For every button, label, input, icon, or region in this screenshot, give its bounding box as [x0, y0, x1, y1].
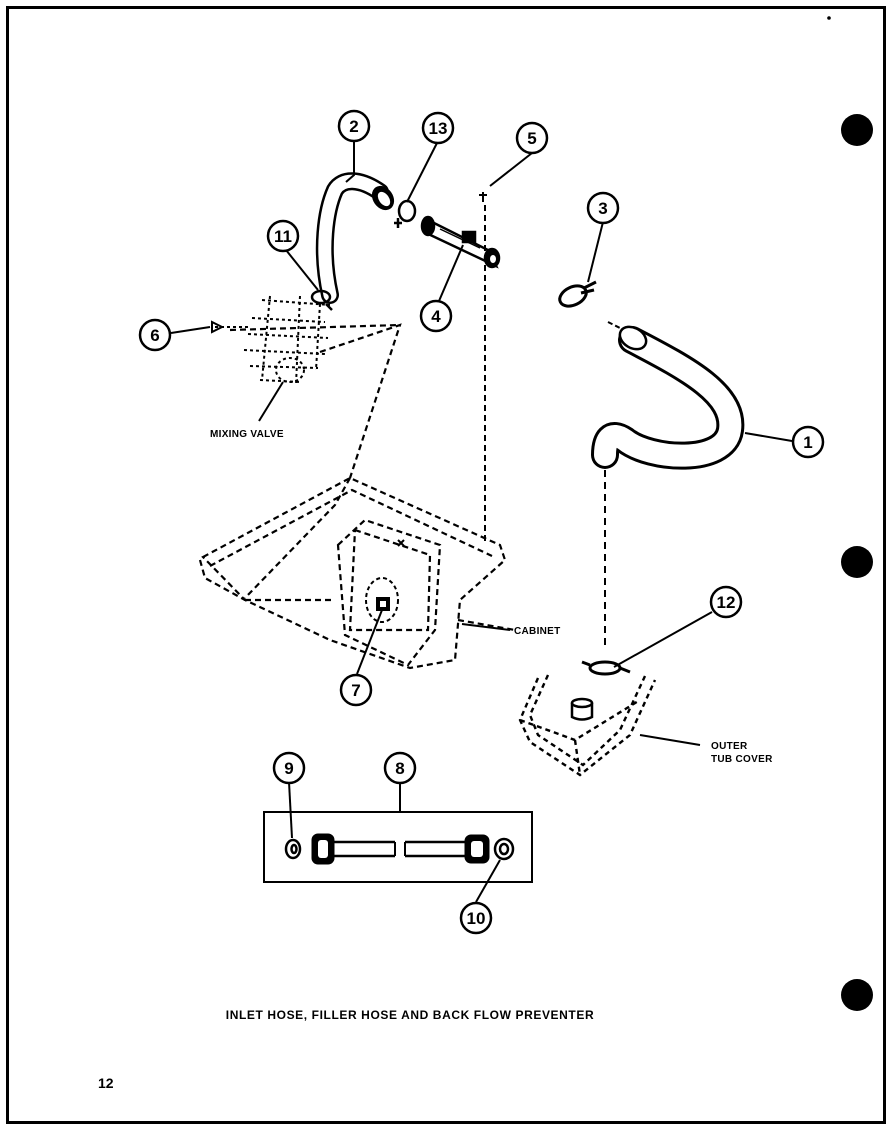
filler-hose-2 — [315, 172, 395, 304]
callout-11-label: 11 — [274, 227, 292, 246]
diagram-caption: INLET HOSE, FILLER HOSE AND BACK FLOW PR… — [226, 1008, 594, 1022]
cabinet-label: CABINET — [514, 626, 561, 637]
screw-5 — [479, 192, 487, 202]
callout-8: 8 — [383, 751, 417, 785]
callout-13-label: 13 — [429, 119, 448, 138]
cabinet-fitting — [365, 539, 405, 623]
binder-hole-top — [841, 114, 873, 146]
callout-2-label: 2 — [349, 117, 358, 136]
callout-6-label: 6 — [150, 326, 159, 345]
arrow-head-6 — [211, 320, 225, 334]
leader-lines — [170, 142, 793, 903]
callout-12-label: 12 — [717, 593, 736, 612]
callout-7: 7 — [339, 673, 373, 707]
binder-hole-bottom — [841, 979, 873, 1011]
hose-clamp-13 — [394, 199, 417, 228]
hose-clamp-3 — [558, 280, 597, 308]
callout-2: 2 — [337, 109, 371, 143]
callout-10-label: 10 — [467, 909, 486, 928]
binder-holes — [841, 114, 873, 1011]
callout-1-label: 1 — [803, 433, 812, 452]
callout-11: 11 — [266, 219, 300, 253]
callout-3: 3 — [586, 191, 620, 225]
outer-tub-cover-inlet — [570, 697, 594, 721]
page-border — [6, 6, 886, 1124]
back-flow-washer-10 — [493, 837, 515, 861]
callout-9: 9 — [272, 751, 306, 785]
outer-tub-cover-label-line1: OUTER — [711, 741, 748, 752]
callout-8-label: 8 — [395, 759, 404, 778]
outer-tub-cover-label-line2: TUB COVER — [711, 754, 773, 765]
callout-9-label: 9 — [284, 759, 293, 778]
callout-3-label: 3 — [598, 199, 607, 218]
callout-7-label: 7 — [351, 681, 360, 700]
callout-4: 4 — [419, 299, 453, 333]
inlet-hose-8 — [311, 833, 490, 865]
hose-clamp-12 — [581, 660, 631, 676]
callout-10: 10 — [459, 901, 493, 935]
hose-clamp-11 — [310, 289, 333, 311]
callout-13: 13 — [421, 111, 455, 145]
callout-6: 6 — [138, 318, 172, 352]
callout-4-label: 4 — [431, 307, 441, 326]
callout-1: 1 — [791, 425, 825, 459]
mixing-valve — [215, 295, 331, 385]
washer-9 — [284, 838, 302, 860]
mixing-valve-label: MIXING VALVE — [210, 429, 284, 440]
cabinet-outline — [198, 323, 516, 670]
back-flow-preventer-4 — [420, 215, 501, 269]
binder-hole-middle — [841, 546, 873, 578]
callout-12: 12 — [709, 585, 743, 619]
inlet-hose-box — [263, 811, 533, 883]
page-number: 12 — [98, 1075, 114, 1091]
callout-5: 5 — [515, 121, 549, 155]
outer-tub-cover — [518, 674, 657, 777]
corner-dot — [827, 16, 831, 20]
callout-5-label: 5 — [527, 129, 536, 148]
filler-hose-1 — [591, 321, 745, 650]
